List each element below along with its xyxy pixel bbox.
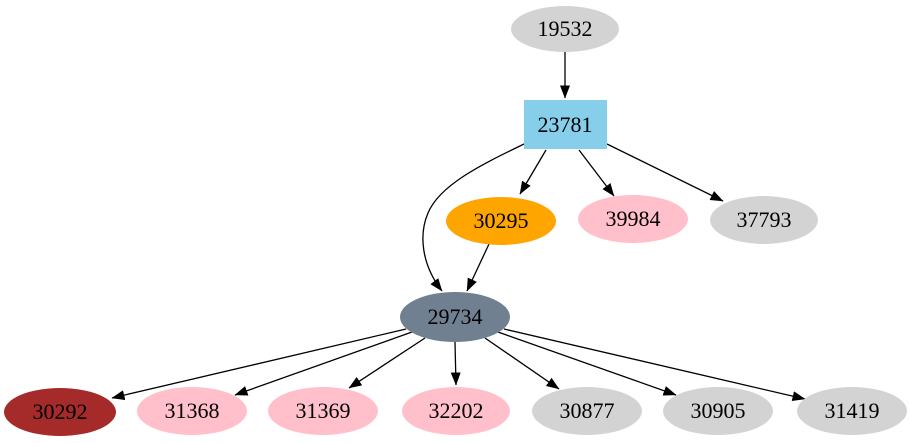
- node-30877: 30877: [532, 387, 642, 435]
- node-label: 30295: [474, 208, 529, 233]
- node-label: 30292: [33, 399, 88, 424]
- node-label: 39984: [606, 206, 661, 231]
- node-30295: 30295: [446, 197, 556, 245]
- node-ellipse: [578, 195, 688, 243]
- edge-29734-31369: [348, 337, 426, 389]
- node-ellipse: [532, 387, 642, 435]
- node-label: 29734: [428, 304, 483, 329]
- node-label: 31368: [165, 398, 220, 423]
- node-label: 23781: [538, 112, 593, 137]
- edge-23781-39984: [578, 149, 615, 197]
- node-label: 31419: [825, 398, 880, 423]
- edge-23781-30295: [519, 149, 547, 195]
- node-32202: 32202: [402, 387, 510, 435]
- node-label: 32202: [429, 398, 484, 423]
- node-label: 37793: [737, 207, 792, 232]
- node-19532: 19532: [511, 6, 619, 52]
- node-30292: 30292: [4, 388, 116, 436]
- edge-23781-37793: [606, 143, 724, 202]
- node-ellipse: [663, 387, 773, 435]
- node-label: 31369: [296, 398, 351, 423]
- node-30905: 30905: [663, 387, 773, 435]
- node-ellipse: [710, 196, 818, 244]
- node-ellipse: [137, 387, 247, 435]
- node-ellipse: [797, 387, 907, 435]
- edge-29734-32202: [450, 341, 461, 386]
- node-box: [524, 100, 607, 149]
- edge-29734-31419: [503, 328, 806, 402]
- node-ellipse: [402, 387, 510, 435]
- node-ellipse: [511, 6, 619, 52]
- node-37793: 37793: [710, 196, 818, 244]
- node-label: 30905: [691, 398, 746, 423]
- node-31368: 31368: [137, 387, 247, 435]
- edge-30295-29734: [466, 243, 490, 292]
- node-31419: 31419: [797, 387, 907, 435]
- edge-23781-29734: [422, 143, 525, 292]
- node-ellipse: [268, 387, 378, 435]
- edge-29734-30292: [111, 328, 407, 401]
- node-ellipse: [446, 197, 556, 245]
- node-39984: 39984: [578, 195, 688, 243]
- node-ellipse: [4, 388, 116, 436]
- node-label: 19532: [538, 16, 593, 41]
- node-29734: 29734: [400, 292, 510, 342]
- edge-29734-31368: [234, 331, 413, 396]
- node-23781: 23781: [524, 100, 607, 149]
- edge-29734-30877: [484, 337, 560, 390]
- node-label: 30877: [560, 398, 615, 423]
- node-31369: 31369: [268, 387, 378, 435]
- node-ellipse: [400, 292, 510, 342]
- edge-29734-30905: [497, 331, 677, 396]
